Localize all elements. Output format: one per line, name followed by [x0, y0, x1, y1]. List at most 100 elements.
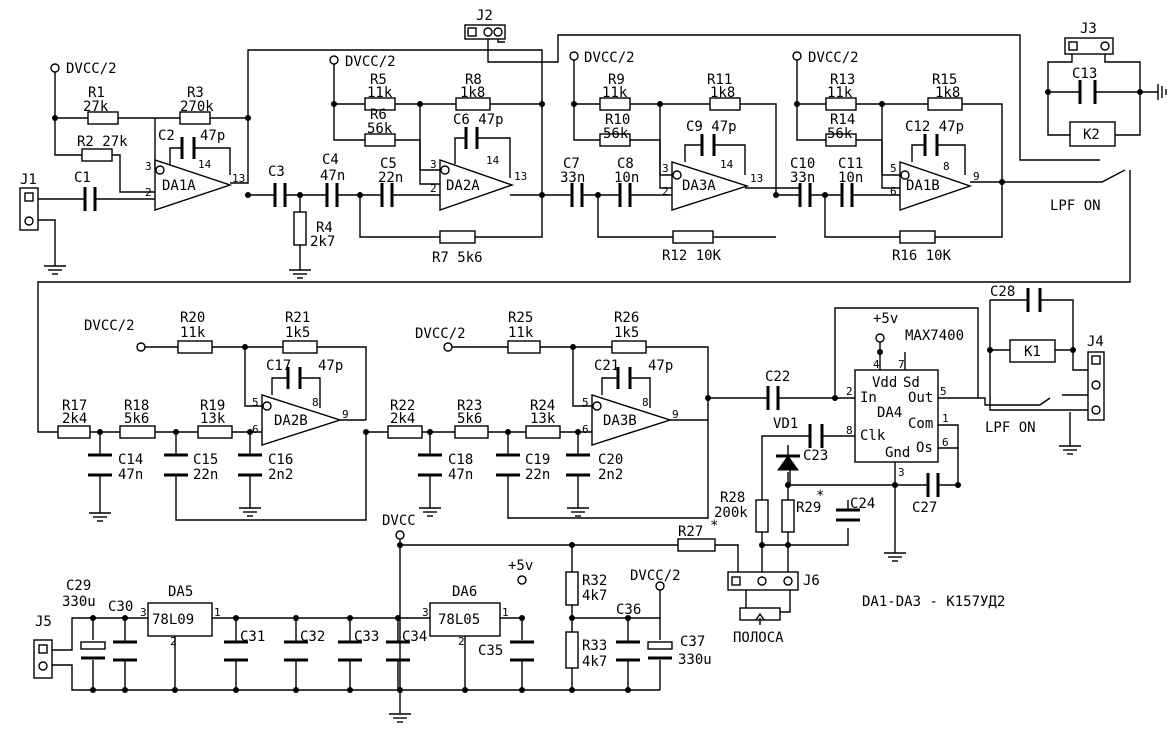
label-r1-value: 27k — [83, 99, 109, 115]
label-r21-value: 1k5 — [285, 325, 310, 341]
label-c21-value: 47p — [648, 358, 673, 374]
label-r8: R8 — [465, 72, 482, 88]
label-pin-out: Out — [908, 390, 933, 406]
label-pin-in: In — [860, 390, 877, 406]
bottom-row-wiring — [52, 500, 849, 691]
label-r28: R28 — [720, 490, 745, 506]
label-k1: K1 — [1024, 344, 1041, 360]
label-r19-value: 13k — [200, 411, 226, 427]
label-c7: C7 — [563, 156, 580, 172]
label-r21: R21 — [285, 310, 310, 326]
pin-max-7: 7 — [898, 358, 905, 371]
pin-da2b-8: 8 — [312, 396, 319, 409]
label-c4: C4 — [322, 152, 339, 168]
label-r9: R9 — [608, 72, 625, 88]
label-dvcc-half-3: DVCC/2 — [584, 50, 635, 66]
label-c3: C3 — [268, 164, 285, 180]
pin-max-3: 3 — [898, 466, 905, 479]
label-c14: C14 — [118, 452, 143, 468]
label-c10: C10 — [790, 156, 815, 172]
label-r27: R27 — [678, 524, 703, 540]
label-c33: C33 — [354, 629, 379, 645]
label-r6-value: 56k — [367, 121, 393, 137]
middle-row-wiring — [90, 299, 1090, 545]
label-r27-star: * — [710, 518, 718, 534]
opamp-triangles — [154, 159, 973, 446]
label-r17: R17 — [62, 398, 87, 414]
pin-da1a-13: 13 — [232, 172, 245, 185]
label-da1b: DA1B — [906, 178, 940, 194]
label-c7-value: 33n — [560, 170, 585, 186]
label-c29: C29 — [66, 578, 91, 594]
label-r3-value: 270k — [180, 99, 214, 115]
label-pin-sd: Sd — [903, 375, 920, 391]
label-dvcc-half-6: DVCC/2 — [415, 326, 466, 342]
label-da5: DA5 — [168, 584, 193, 600]
label-c19-value: 22n — [525, 467, 550, 483]
label-pin-gnd: Gnd — [885, 445, 910, 461]
pin-da2a-13: 13 — [514, 170, 527, 183]
label-c11: C11 — [838, 156, 863, 172]
label-r33-value: 4k7 — [582, 654, 607, 670]
pin-da1b-6: 6 — [890, 185, 897, 198]
pin-da5-1: 1 — [214, 606, 221, 619]
label-c8-value: 10n — [614, 170, 639, 186]
label-r18: R18 — [124, 398, 149, 414]
label-r29-star: * — [816, 488, 824, 504]
label-r20: R20 — [180, 310, 205, 326]
pin-max-4: 4 — [873, 358, 880, 371]
label-r11-value: 1k8 — [710, 85, 735, 101]
label-c17-value: 47p — [318, 358, 343, 374]
pin-da3a-2: 2 — [662, 185, 669, 198]
label-r4: R4 — [316, 220, 333, 236]
pin-max-2: 2 — [846, 385, 853, 398]
connector-bodies — [19, 24, 1114, 679]
pin-da3a-3: 3 — [662, 162, 669, 175]
label-c24: C24 — [850, 496, 875, 512]
label-c16-value: 2n2 — [268, 467, 293, 483]
label-r16: R16 10K — [892, 248, 952, 264]
label-c18-value: 47n — [448, 467, 473, 483]
label-r29: R29 — [796, 500, 821, 516]
pin-da3b-5: 5 — [582, 396, 589, 409]
label-78l05: 78L05 — [438, 612, 480, 628]
capacitor-plates — [83, 80, 1097, 662]
label-dvcc-half-1: DVCC/2 — [66, 61, 117, 77]
label-da4: DA4 — [877, 405, 902, 421]
label-c34: C34 — [402, 629, 427, 645]
label-c5: C5 — [380, 156, 397, 172]
pin-da2a-3: 3 — [430, 158, 437, 171]
label-c28: C28 — [990, 284, 1015, 300]
pin-da3b-9: 9 — [672, 408, 679, 421]
junction-dots — [52, 89, 1143, 693]
label-r5: R5 — [370, 72, 387, 88]
label-r12: R12 10K — [662, 248, 722, 264]
label-c37-value: 330u — [678, 652, 712, 668]
label-c4-value: 47n — [320, 168, 345, 184]
top-row-wiring — [37, 34, 1158, 433]
label-c15: C15 — [193, 452, 218, 468]
label-c32: C32 — [300, 629, 325, 645]
pin-da5-2: 2 — [170, 635, 177, 648]
pin-da1b-5: 5 — [890, 162, 897, 175]
pin-da5-3: 3 — [140, 606, 147, 619]
label-dvcc-half-5: DVCC/2 — [84, 318, 135, 334]
label-c31: C31 — [240, 629, 265, 645]
pin-da1b-8: 8 — [943, 160, 950, 173]
label-da1a: DA1A — [162, 178, 196, 194]
label-r14-value: 56k — [827, 126, 853, 142]
label-c16: C16 — [268, 452, 293, 468]
label-r14: R14 — [830, 112, 855, 128]
label-r25: R25 — [508, 310, 533, 326]
label-c21: C21 — [594, 358, 619, 374]
label-c8: C8 — [617, 156, 634, 172]
label-c17: C17 — [266, 358, 291, 374]
label-5v-2: +5v — [508, 558, 533, 574]
label-c14-value: 47n — [118, 467, 143, 483]
label-da2a: DA2A — [446, 178, 480, 194]
label-da3a: DA3A — [682, 178, 716, 194]
label-c19: C19 — [525, 452, 550, 468]
label-r32: R32 — [582, 573, 607, 589]
label-r28-value: 200k — [714, 505, 748, 521]
label-c10-value: 33n — [790, 170, 815, 186]
